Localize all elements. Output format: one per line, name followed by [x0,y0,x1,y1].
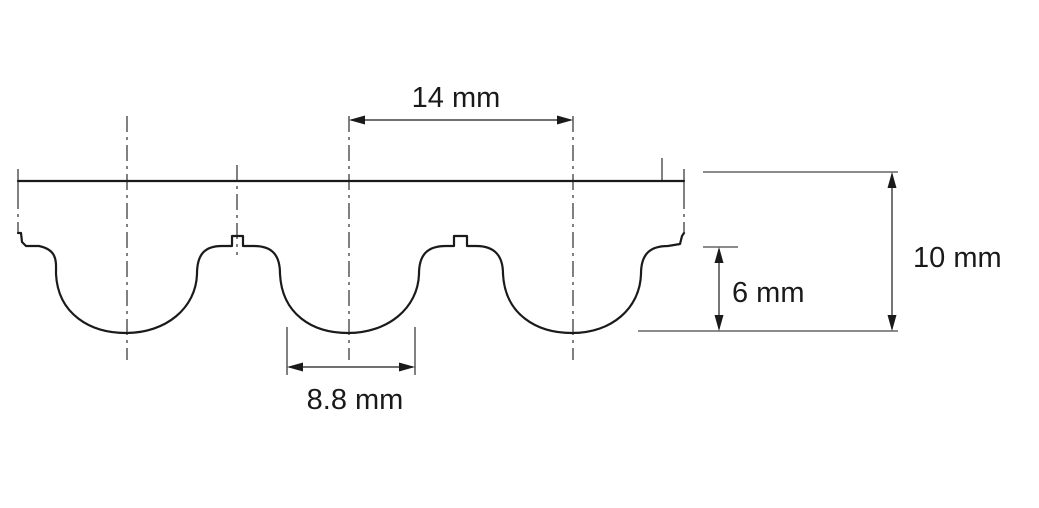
tooth-height-dimension: 6 mm [703,246,805,331]
belt-back-line [16,158,686,193]
arrow-head [714,247,724,263]
belt-break-lines [17,193,685,232]
tooth-profile-outline [16,231,686,335]
tooth-width-label: 8.8 mm [307,384,404,416]
arrow-head [287,362,303,372]
arrow-head [349,115,365,125]
arrow-head [887,315,897,331]
tooth-height-label: 6 mm [732,277,805,309]
pitch-dimension: 14 mm [349,82,573,125]
arrow-head [714,315,724,331]
arrow-head [887,172,897,188]
belt-height-label: 10 mm [913,242,1002,274]
belt-height-dimension: 10 mm [638,171,1002,332]
tooth-center-lines [126,116,574,360]
arrow-head [399,362,415,372]
tooth-width-dimension: 8.8 mm [286,327,416,416]
arrow-head [557,115,573,125]
pitch-label: 14 mm [412,82,501,114]
